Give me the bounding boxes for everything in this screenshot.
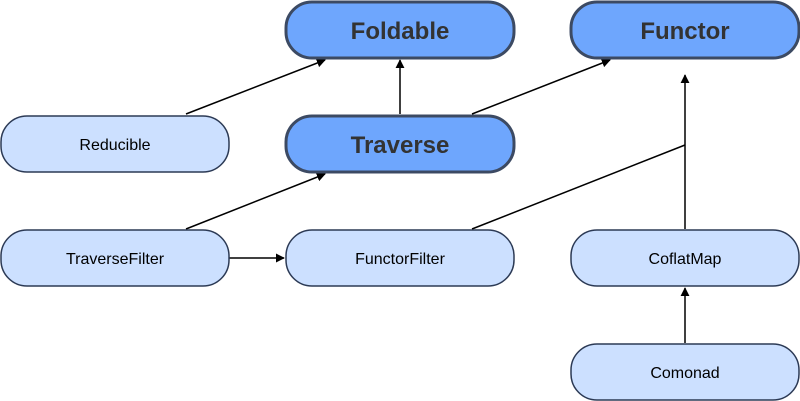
edges <box>185 58 690 343</box>
node-functor-filter: FunctorFilter <box>285 229 515 287</box>
node-foldable-shape <box>284 0 516 60</box>
node-comonad-shape <box>570 343 800 401</box>
node-traverse-filter: TraverseFilter <box>0 229 230 287</box>
node-foldable-label: Foldable <box>351 18 450 45</box>
node-coflatmap-label: CoflatMap <box>649 251 722 268</box>
node-coflatmap-shape <box>570 229 800 287</box>
node-functor-filter-shape <box>285 229 515 287</box>
node-reducible: Reducible <box>0 115 230 173</box>
node-reducible-shape <box>0 115 230 173</box>
node-traverse-filter-shape <box>0 229 230 287</box>
edge-reducible-to-foldable <box>185 58 326 115</box>
node-traverse: Traverse <box>284 114 516 174</box>
node-functor-filter-label: FunctorFilter <box>355 251 445 268</box>
node-traverse-label: Traverse <box>351 132 450 159</box>
node-foldable: Foldable <box>284 0 516 60</box>
node-functor: Functor <box>569 0 800 60</box>
node-comonad: Comonad <box>570 343 800 401</box>
node-comonad-label: Comonad <box>650 365 719 382</box>
node-functor-shape <box>569 0 800 60</box>
node-reducible-label: Reducible <box>79 137 150 154</box>
node-traverse-filter-label: TraverseFilter <box>66 251 165 268</box>
node-functor-label: Functor <box>640 18 729 45</box>
edge-functorfilter-to-functor <box>471 144 686 230</box>
edge-traverse-to-functor <box>471 58 611 115</box>
node-coflatmap: CoflatMap <box>570 229 800 287</box>
edge-traversefilter-to-traverse <box>185 172 326 230</box>
node-traverse-shape <box>284 114 516 174</box>
